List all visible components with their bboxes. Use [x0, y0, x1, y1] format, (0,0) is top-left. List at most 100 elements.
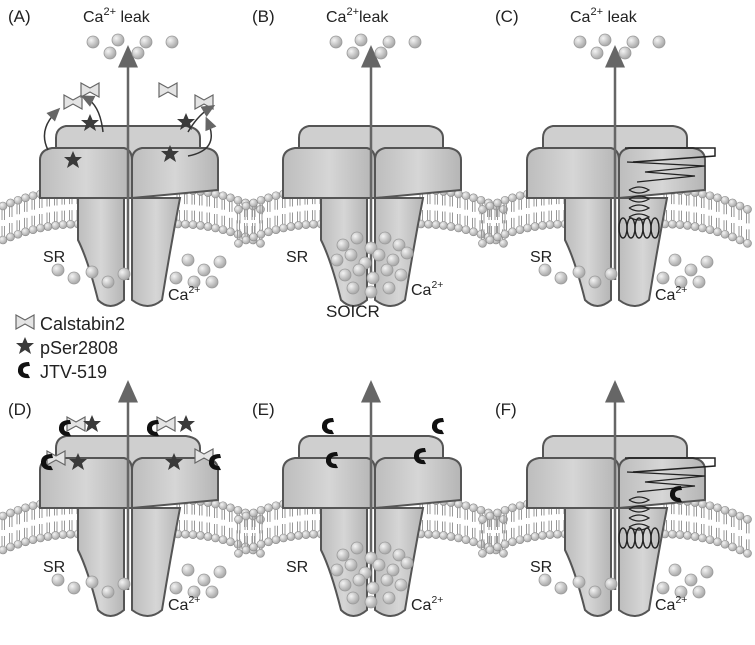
lipid-head — [470, 528, 478, 546]
sr-label: SR — [43, 559, 65, 576]
lipid-head — [455, 500, 463, 518]
ca-ion — [365, 596, 377, 608]
ca-ion — [574, 36, 586, 48]
lipid-head — [59, 211, 67, 229]
lipid-head — [744, 539, 752, 557]
ca-ion — [669, 254, 681, 266]
lipid-head — [272, 192, 280, 210]
ca-ion — [367, 582, 379, 594]
lipid-head — [29, 502, 37, 520]
lipid-head — [729, 199, 737, 217]
lipid-head — [265, 194, 273, 212]
ca-label: Ca2+ — [655, 285, 687, 304]
ca-ion — [555, 272, 567, 284]
lipid-head — [729, 509, 737, 527]
lipid-head — [699, 500, 707, 518]
lipid-head — [235, 515, 243, 533]
lipid-head — [14, 220, 22, 238]
lipid-head — [744, 205, 752, 223]
ca-ion — [685, 264, 697, 276]
lipid-head — [287, 213, 295, 231]
ca-ion — [653, 36, 665, 48]
lipid-head — [509, 194, 517, 212]
legend: Calstabin2 pSer2808 JTV-519 — [16, 314, 125, 382]
lipid-head — [295, 211, 303, 229]
ca-ion — [591, 47, 603, 59]
lipid-head — [455, 524, 463, 542]
lipid-head — [272, 526, 280, 544]
ca-leak-label: Ca2+leak — [326, 6, 389, 26]
lipid-head — [22, 504, 30, 522]
lipid-head — [250, 223, 258, 241]
sr-label: SR — [530, 249, 552, 266]
pser-star-icon — [177, 415, 195, 432]
ca-ion — [605, 268, 617, 280]
ca-ion — [182, 564, 194, 576]
lipid-head — [29, 192, 37, 210]
ca-ion — [345, 559, 357, 571]
lipid-head — [744, 229, 752, 247]
lipid-head — [736, 512, 744, 530]
lipid-head — [250, 533, 258, 551]
ca-label: Ca2+ — [168, 595, 200, 614]
ca-ion — [395, 269, 407, 281]
dissociation-arrow — [44, 112, 56, 150]
panel-d: (D) SR Ca2+ — [0, 390, 265, 616]
calstabin-icon — [64, 95, 82, 109]
ca-ion — [373, 249, 385, 261]
lipid-head — [52, 211, 60, 229]
ca-ion — [337, 239, 349, 251]
legend-label-pser: pSer2808 — [40, 338, 118, 358]
lipid-head — [691, 523, 699, 541]
ca-ion — [347, 47, 359, 59]
lipid-head — [736, 226, 744, 244]
lipid-head — [22, 218, 30, 236]
lipid-head — [0, 512, 7, 530]
lipid-head — [706, 192, 714, 210]
ca-ion — [375, 47, 387, 59]
ca-label: Ca2+ — [411, 280, 443, 299]
ca-ion — [353, 264, 365, 276]
lipid-head — [440, 521, 448, 539]
lipid-head — [714, 528, 722, 546]
ca-ion — [330, 36, 342, 48]
lipid-head — [212, 500, 220, 518]
lipid-head — [699, 524, 707, 542]
panel-label: (D) — [8, 400, 32, 419]
lipid-head — [227, 218, 235, 236]
ca-ion — [86, 266, 98, 278]
panel-label: (A) — [8, 7, 31, 26]
legend-label-calstabin: Calstabin2 — [40, 314, 125, 334]
ca-ion — [198, 574, 210, 586]
lipid-head — [212, 190, 220, 208]
lipid-head — [182, 210, 190, 228]
ca-ion — [605, 578, 617, 590]
sr-label: SR — [286, 559, 308, 576]
lipid-head — [509, 504, 517, 522]
lipid-head — [204, 523, 212, 541]
ca-ion — [166, 36, 178, 48]
ca-ion — [365, 286, 377, 298]
ca-ion — [170, 272, 182, 284]
panel-b: (B)Ca2+leakSRCa2+SOICR — [235, 6, 508, 321]
lipid-head — [676, 521, 684, 539]
ca-ion — [118, 268, 130, 280]
lipid-head — [59, 521, 67, 539]
lipid-head — [189, 521, 197, 539]
lipid-head — [554, 520, 562, 538]
ca-ion — [657, 272, 669, 284]
ca-ion — [102, 586, 114, 598]
panel-label: (F) — [495, 400, 517, 419]
ca-ion — [112, 34, 124, 46]
ca-ion — [206, 586, 218, 598]
ca-ion — [339, 579, 351, 591]
lipid-head — [310, 210, 318, 228]
lipid-head — [7, 223, 15, 241]
ca-ion — [693, 276, 705, 288]
lipid-head — [546, 211, 554, 229]
ca-leak-label: Ca2+ leak — [83, 6, 151, 26]
lipid-head — [14, 506, 22, 524]
lipid-head — [455, 190, 463, 208]
lipid-head — [272, 502, 280, 520]
